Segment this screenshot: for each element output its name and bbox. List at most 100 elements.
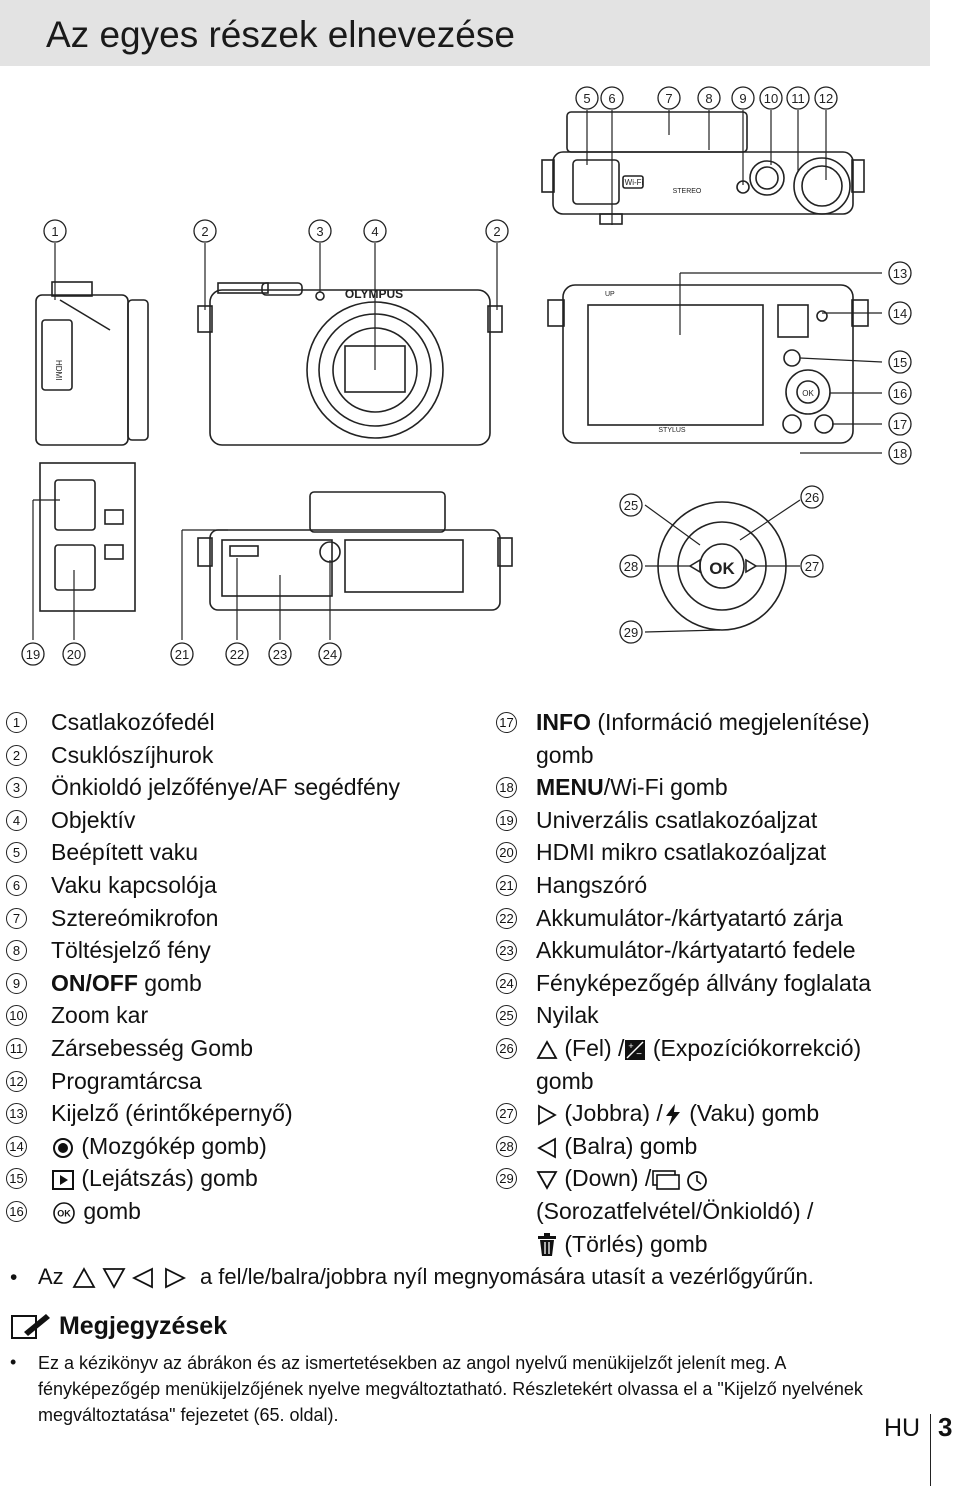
callout-1-text: 1 xyxy=(51,224,58,239)
exposure-compensation-icon: +− xyxy=(625,1039,646,1060)
wifi-label: Wi-Fi xyxy=(625,178,644,187)
callout-18-text: 18 xyxy=(893,446,907,461)
legend-num: 15 xyxy=(6,1168,27,1190)
legend-text: Töltésjelző fény xyxy=(51,937,211,964)
camera-ports-view xyxy=(39,462,136,612)
callout-6-text: 6 xyxy=(608,91,615,106)
camera-front-view: OLYMPUS xyxy=(197,282,503,446)
callout-12: 12 xyxy=(814,86,838,110)
legend-num: 7 xyxy=(6,907,27,929)
legend-num: 10 xyxy=(6,1005,27,1027)
legend-text: gomb xyxy=(83,1197,141,1224)
legend-text: (Sorozatfelvétel/Önkioldó) / xyxy=(536,1197,814,1224)
callout-17-text: 17 xyxy=(893,417,907,432)
legend-num: 16 xyxy=(6,1200,27,1222)
callout-2a-text: 2 xyxy=(201,224,208,239)
legend-num: 20 xyxy=(496,842,517,864)
ok-small-label: OK xyxy=(802,389,814,398)
legend-item-27: 27 (Jobbra) / (Vaku) gomb xyxy=(496,1097,871,1130)
callout-4-text: 4 xyxy=(371,224,378,239)
page-header: Az egyes részek elnevezése xyxy=(0,0,930,66)
legend-text: (Fel) / xyxy=(564,1034,625,1061)
legend-num: 19 xyxy=(496,809,517,831)
legend-num: 3 xyxy=(6,777,27,799)
legend-text: Zoom kar xyxy=(51,1002,149,1029)
direction-arrows-icon xyxy=(72,1267,186,1290)
legend-text: (Balra) gomb xyxy=(564,1132,698,1159)
leader-lines xyxy=(32,110,883,640)
camera-top-view: Wi-Fi STEREO xyxy=(541,111,865,225)
legend-num: 14 xyxy=(6,1135,27,1157)
legend-text: gomb xyxy=(536,741,594,768)
legend-num: 4 xyxy=(6,809,27,831)
legend-num: 12 xyxy=(6,1070,27,1092)
legend-num: 26 xyxy=(496,1037,517,1059)
legend-text: Csuklószíjhurok xyxy=(51,741,214,768)
legend-text: HDMI mikro csatlakozóaljzat xyxy=(536,839,827,866)
callout-9-text: 9 xyxy=(739,91,746,106)
legend-item-10: 10 Zoom kar xyxy=(6,999,400,1032)
callout-28: 28 xyxy=(619,554,643,578)
legend-num: 13 xyxy=(6,1103,27,1125)
playback-icon xyxy=(52,1170,74,1191)
callout-13-text: 13 xyxy=(893,266,907,281)
legend-item-26: 26 (Fel) /+− (Expozíciókorrekció)gomb xyxy=(496,1032,871,1097)
legend-item-13: 13 Kijelző (érintőképernyő) xyxy=(6,1097,400,1130)
callout-20: 20 xyxy=(62,642,86,666)
flash-icon xyxy=(665,1104,680,1127)
legend-text: Zársebesség Gomb xyxy=(51,1034,253,1061)
legend-num: 27 xyxy=(496,1103,517,1125)
callout-14: 14 xyxy=(888,301,912,325)
flash-up-label: UP xyxy=(605,291,615,298)
stereo-label: STEREO xyxy=(673,188,702,195)
legend-num: 23 xyxy=(496,940,517,962)
legend-text: Akkumulátor-/kártyatartó fedele xyxy=(536,937,856,964)
legend-text: Csatlakozófedél xyxy=(51,709,215,735)
legend-item-28: 28 (Balra) gomb xyxy=(496,1130,871,1163)
legend-num: 5 xyxy=(6,842,27,864)
callout-7-text: 7 xyxy=(665,91,672,106)
legend-num: 22 xyxy=(496,907,517,929)
page-title: Az egyes részek elnevezése xyxy=(46,14,515,55)
legend-item-29: 29 (Down) /(Sorozatfelvétel/Önkioldó) / … xyxy=(496,1162,871,1260)
legend-item-16: 16 OK gomb xyxy=(6,1195,400,1228)
legend-item-12: 12 Programtárcsa xyxy=(6,1065,400,1098)
callout-24: 24 xyxy=(318,642,342,666)
legend-text: /Wi-Fi gomb xyxy=(603,774,728,801)
legend-text: (Lejátszás) gomb xyxy=(81,1165,258,1192)
legend-text: (Információ megjelenítése) xyxy=(597,709,870,735)
ok-button-icon: OK xyxy=(53,1202,75,1224)
callout-21-text: 21 xyxy=(175,647,189,662)
callout-2a: 2 xyxy=(193,219,217,243)
legend-text: (Vaku) gomb xyxy=(689,1100,820,1127)
ok-dial-label: OK xyxy=(709,559,735,578)
legend-text: Univerzális csatlakozóaljzat xyxy=(536,806,818,833)
legend-text: gomb xyxy=(144,969,202,996)
callout-15-text: 15 xyxy=(893,355,907,370)
notes-heading: Megjegyzések xyxy=(8,1312,227,1342)
camera-side-view: HDMI xyxy=(35,281,149,446)
trash-icon xyxy=(538,1233,556,1257)
legend-text: Hangszóró xyxy=(536,871,648,898)
callout-27-text: 27 xyxy=(805,559,819,574)
legend-text: Fényképezőgép állvány foglalata xyxy=(536,969,872,996)
legend-num: 17 xyxy=(496,712,517,733)
callout-9: 9 xyxy=(731,86,755,110)
legend-num: 6 xyxy=(6,874,27,896)
callout-27: 27 xyxy=(800,554,824,578)
menu-label: MENU xyxy=(536,774,604,801)
callout-13: 13 xyxy=(888,261,912,285)
sequential-selftimer-icon xyxy=(652,1170,708,1192)
legend-text: Sztereómikrofon xyxy=(51,904,219,931)
camera-back-view: UP OK STYLUS xyxy=(547,284,869,444)
legend-text: Beépített vaku xyxy=(51,839,199,866)
legend-text: Kijelző (érintőképernyő) xyxy=(51,1100,293,1127)
model-label: STYLUS xyxy=(658,427,686,434)
legend-text: Programtárcsa xyxy=(51,1067,202,1094)
callout-4: 4 xyxy=(363,219,387,243)
